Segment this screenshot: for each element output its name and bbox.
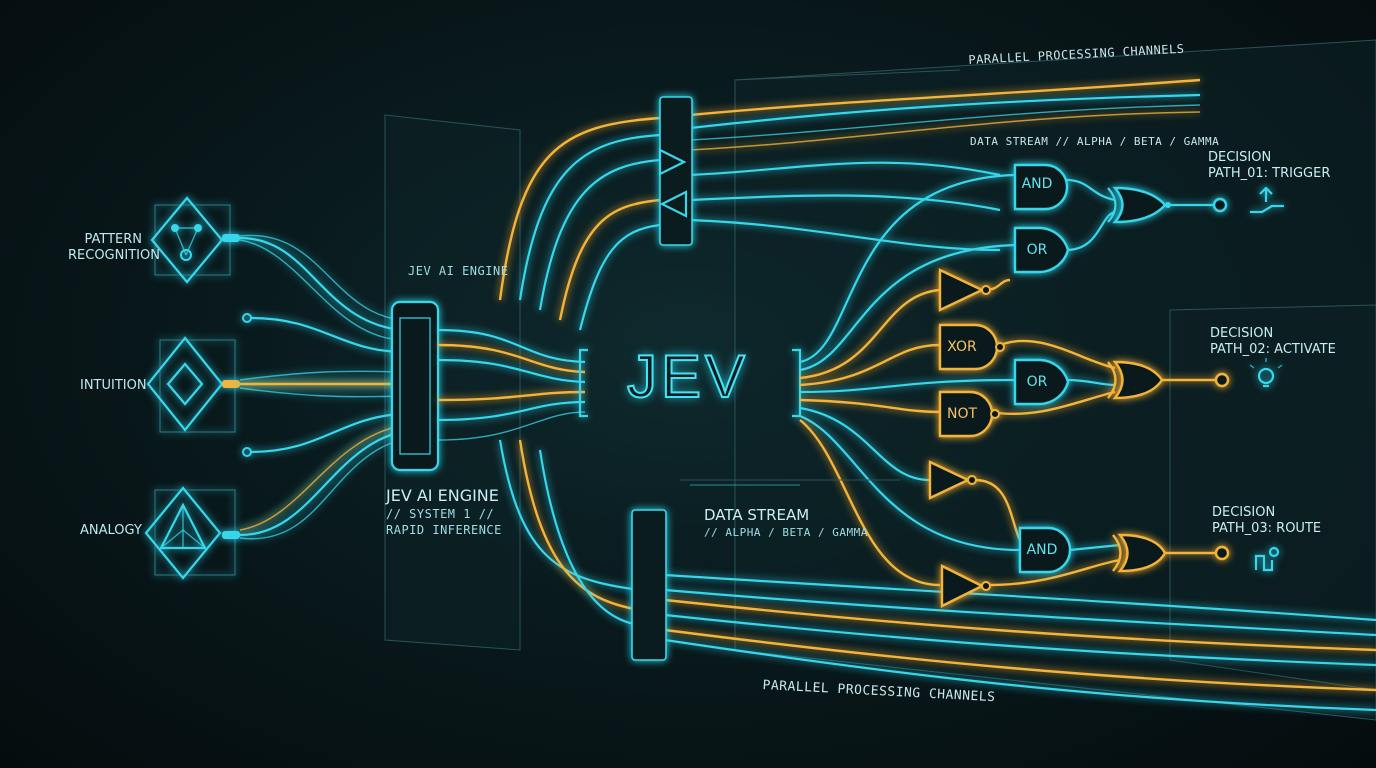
decision-line1: DECISION: [1208, 150, 1272, 165]
lower-channel-fibres: [498, 439, 1376, 712]
decision-label-2: DECISION PATH_02: ACTIVATE: [1210, 326, 1336, 358]
gate-label-and-top: AND: [1021, 176, 1053, 192]
hand-upload-icon: [1250, 186, 1284, 214]
core-brackets: [578, 348, 802, 418]
gate-and-bottom[interactable]: [1018, 526, 1072, 574]
output-nodes: [1212, 197, 1230, 561]
gate-buffer-mid[interactable]: [928, 460, 977, 500]
bottom-data-stream-line2: // ALPHA / BETA / GAMMA: [704, 526, 868, 539]
gate-not[interactable]: [938, 390, 1000, 438]
lower-relay-block: [631, 509, 667, 661]
upper-relay-block: [658, 96, 693, 246]
gate-xor-mid-output[interactable]: [1107, 360, 1164, 400]
decision-label-3: DECISION PATH_03: ROUTE: [1212, 505, 1321, 537]
core-title: JEV: [626, 342, 750, 411]
input-label-line1: INTUITION: [80, 378, 147, 393]
triangle-icon: [159, 502, 207, 550]
gate-xor[interactable]: [938, 323, 1005, 371]
input-connectors: [222, 234, 252, 539]
analogy-node[interactable]: [144, 486, 236, 580]
gate-outputs: [974, 178, 1215, 587]
gate-label-and-bottom: AND: [1026, 542, 1058, 558]
engine-to-core-fibres: [437, 328, 586, 441]
gate-label-or-mid: OR: [1026, 374, 1048, 390]
input-label-analogy: ANALOGY: [80, 523, 142, 539]
decision-line2: PATH_01: TRIGGER: [1208, 166, 1331, 181]
gate-buffer-top[interactable]: [938, 268, 991, 312]
guide-lines: [680, 69, 961, 486]
top-data-stream-label: DATA STREAM // ALPHA / BETA / GAMMA: [970, 135, 1220, 148]
gate-or-mid[interactable]: [1013, 358, 1070, 406]
input-label-line2: RECOGNITION: [68, 248, 160, 263]
gate-and-top[interactable]: [1013, 163, 1069, 211]
pattern-recognition-node[interactable]: [150, 196, 231, 284]
route-pin-icon: [1254, 546, 1280, 572]
decision-line2: PATH_02: ACTIVATE: [1210, 342, 1336, 357]
gate-or-top[interactable]: [1013, 226, 1070, 274]
diamond-icon: [146, 336, 224, 432]
intuition-node[interactable]: [146, 336, 236, 433]
gate-label-or-top: OR: [1026, 242, 1048, 258]
input-fibres: [239, 234, 401, 540]
input-label-pattern-recognition: PATTERN RECOGNITION: [68, 232, 160, 264]
input-label-line1: ANALOGY: [80, 523, 142, 538]
decision-line1: DECISION: [1210, 326, 1274, 341]
network-diamond-icon: [171, 224, 202, 261]
core-to-gate-fibres: [799, 173, 1021, 587]
engine-backplate: [384, 114, 521, 651]
input-label-line1: PATTERN: [84, 232, 142, 247]
upper-channel-fibres: [498, 78, 1201, 331]
bottom-data-stream-line1: DATA STREAM: [704, 506, 810, 524]
engine-connector: [390, 300, 440, 472]
right-backplate: [1169, 304, 1376, 691]
engine-panel-label: JEV AI ENGINE: [408, 264, 509, 278]
gate-xor-top-output[interactable]: [1107, 186, 1171, 224]
decision-line1: DECISION: [1212, 505, 1276, 520]
input-label-intuition: INTUITION: [80, 378, 147, 394]
gate-label-not: NOT: [946, 406, 978, 422]
engine-name: JEV AI ENGINE: [386, 486, 499, 505]
lightbulb-icon: [1249, 358, 1283, 388]
decision-label-1: DECISION PATH_01: TRIGGER: [1208, 150, 1330, 182]
gate-xor-bottom-output[interactable]: [1112, 533, 1167, 573]
decision-line2: PATH_03: ROUTE: [1212, 521, 1322, 536]
gate-buffer-bottom[interactable]: [940, 564, 991, 608]
engine-subtitle-2: RAPID INFERENCE: [386, 523, 502, 537]
engine-subtitle-1: // SYSTEM 1 //: [386, 507, 495, 521]
gate-label-xor: XOR: [947, 339, 977, 355]
